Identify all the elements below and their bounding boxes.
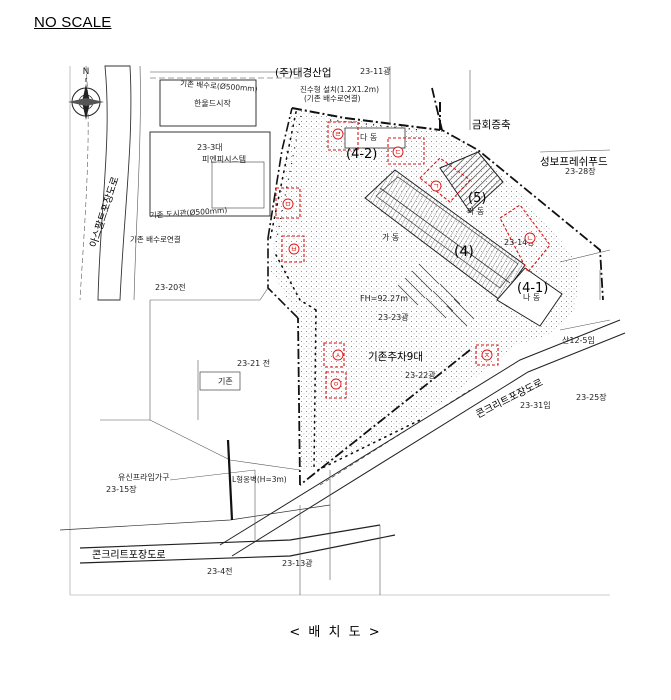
site-boundary — [291, 107, 441, 131]
lot-23-3: 23-3대 — [197, 143, 223, 152]
lot-sin12-5: 산12-5임 — [562, 335, 595, 345]
marker-label: ㅅ — [335, 351, 342, 360]
label-hanul: 한울드시작 — [194, 98, 231, 108]
tree-row — [269, 111, 421, 471]
label-dadong: 다 동 — [360, 133, 377, 142]
label-seongbo: 성보프레쉬푸드 — [540, 156, 608, 168]
label-parking: 기존주차9대 — [368, 351, 423, 363]
label-gadong: 가 동 — [382, 233, 399, 242]
marker-circle — [332, 349, 344, 361]
label-gutter-sub: (기존 배수로연결) — [304, 93, 361, 103]
concrete-road-right — [219, 319, 621, 546]
lot-23-4: 23-4전 — [207, 566, 233, 576]
marker-circle — [332, 128, 344, 140]
marker-label: ㅁ — [285, 200, 292, 209]
label-yuseon: 유신프라임가구 — [118, 473, 170, 482]
lot-23-23: 23-23광 — [378, 312, 409, 322]
label-geumhoe: 금회증축 — [472, 119, 511, 131]
label-dadong-num: (4-2) — [346, 147, 377, 162]
marker-circle — [524, 232, 536, 244]
marker-label: ㄹ — [335, 130, 342, 139]
drawing-caption: < 배 치 도 > — [289, 625, 382, 640]
lot-23-14: 23-14광 — [504, 237, 535, 247]
lot-23-28: 23-28장 — [565, 166, 596, 176]
lot-23-20: 23-20전 — [155, 282, 186, 292]
label-radong-num: (5) — [468, 191, 486, 206]
building-radong — [439, 151, 504, 213]
north-arrow-icon — [68, 78, 104, 120]
compass-north-label: N — [83, 67, 90, 77]
label-daekyung: (주)대경산업 — [275, 66, 332, 79]
building-gadong — [364, 169, 526, 301]
marker-circle — [288, 243, 300, 255]
label-radong: 라 동 — [467, 207, 484, 216]
proposal-areas — [275, 121, 551, 399]
marker-label: ㅈ — [484, 351, 491, 360]
marker-label: ㄷ — [395, 148, 402, 157]
site-area — [270, 108, 580, 470]
marker-label: ㅇ — [333, 380, 340, 389]
existing-structure — [199, 371, 241, 391]
lot-23-11: 23-11광 — [360, 66, 391, 76]
label-drain-top: 기존 배수로(Ø500mm) — [180, 79, 258, 93]
asphalt-road — [97, 65, 132, 301]
label-drain-mid: 기존 배수로연결 — [130, 234, 181, 244]
marker-circle — [282, 198, 294, 210]
lot-23-21: 23-21 전 — [237, 358, 270, 368]
marker-circle — [392, 146, 404, 158]
marker-circle — [430, 180, 442, 192]
lot-23-15: 23-15장 — [106, 484, 137, 494]
label-gutter: 진수형 설치(1.2X1.2m) — [300, 84, 379, 94]
building-hanul — [159, 79, 257, 127]
building-nadong — [496, 267, 563, 327]
label-nadong: 나 동 — [523, 293, 540, 302]
parcel-lines — [100, 66, 611, 595]
label-lshape: L형옹벽(H=3m) — [232, 474, 287, 484]
marker-circle — [330, 378, 342, 390]
label-existing: 기존 — [218, 377, 233, 386]
lot-23-22: 23-22광 — [405, 370, 436, 380]
label-concrete-road-bottom: 콘크리트포장도로 — [92, 549, 166, 561]
lot-23-13: 23-13광 — [282, 558, 313, 568]
parking-stalls — [397, 263, 475, 327]
lot-23-31: 23-31임 — [520, 401, 551, 410]
label-drain-left: 기존 도시관(Ø500mm) — [149, 205, 227, 220]
concrete-road-bottom — [79, 524, 381, 549]
marker-label: ㅂ — [291, 245, 298, 254]
no-scale-label: NO SCALE — [34, 14, 112, 31]
label-gadong-num: (4) — [454, 244, 474, 260]
lot-23-25: 23-25장 — [576, 392, 607, 402]
label-fh: FH=92.27m — [360, 294, 408, 303]
label-pienpi: 피엔피시스템 — [202, 154, 246, 164]
building-pienpi — [149, 131, 271, 217]
marker-label: ㄱ — [433, 182, 440, 191]
marker-circle — [481, 349, 493, 361]
label-nadong-num: (4-1) — [517, 281, 548, 296]
l-wall — [226, 439, 234, 521]
marker-label: ㄴ — [527, 234, 534, 243]
